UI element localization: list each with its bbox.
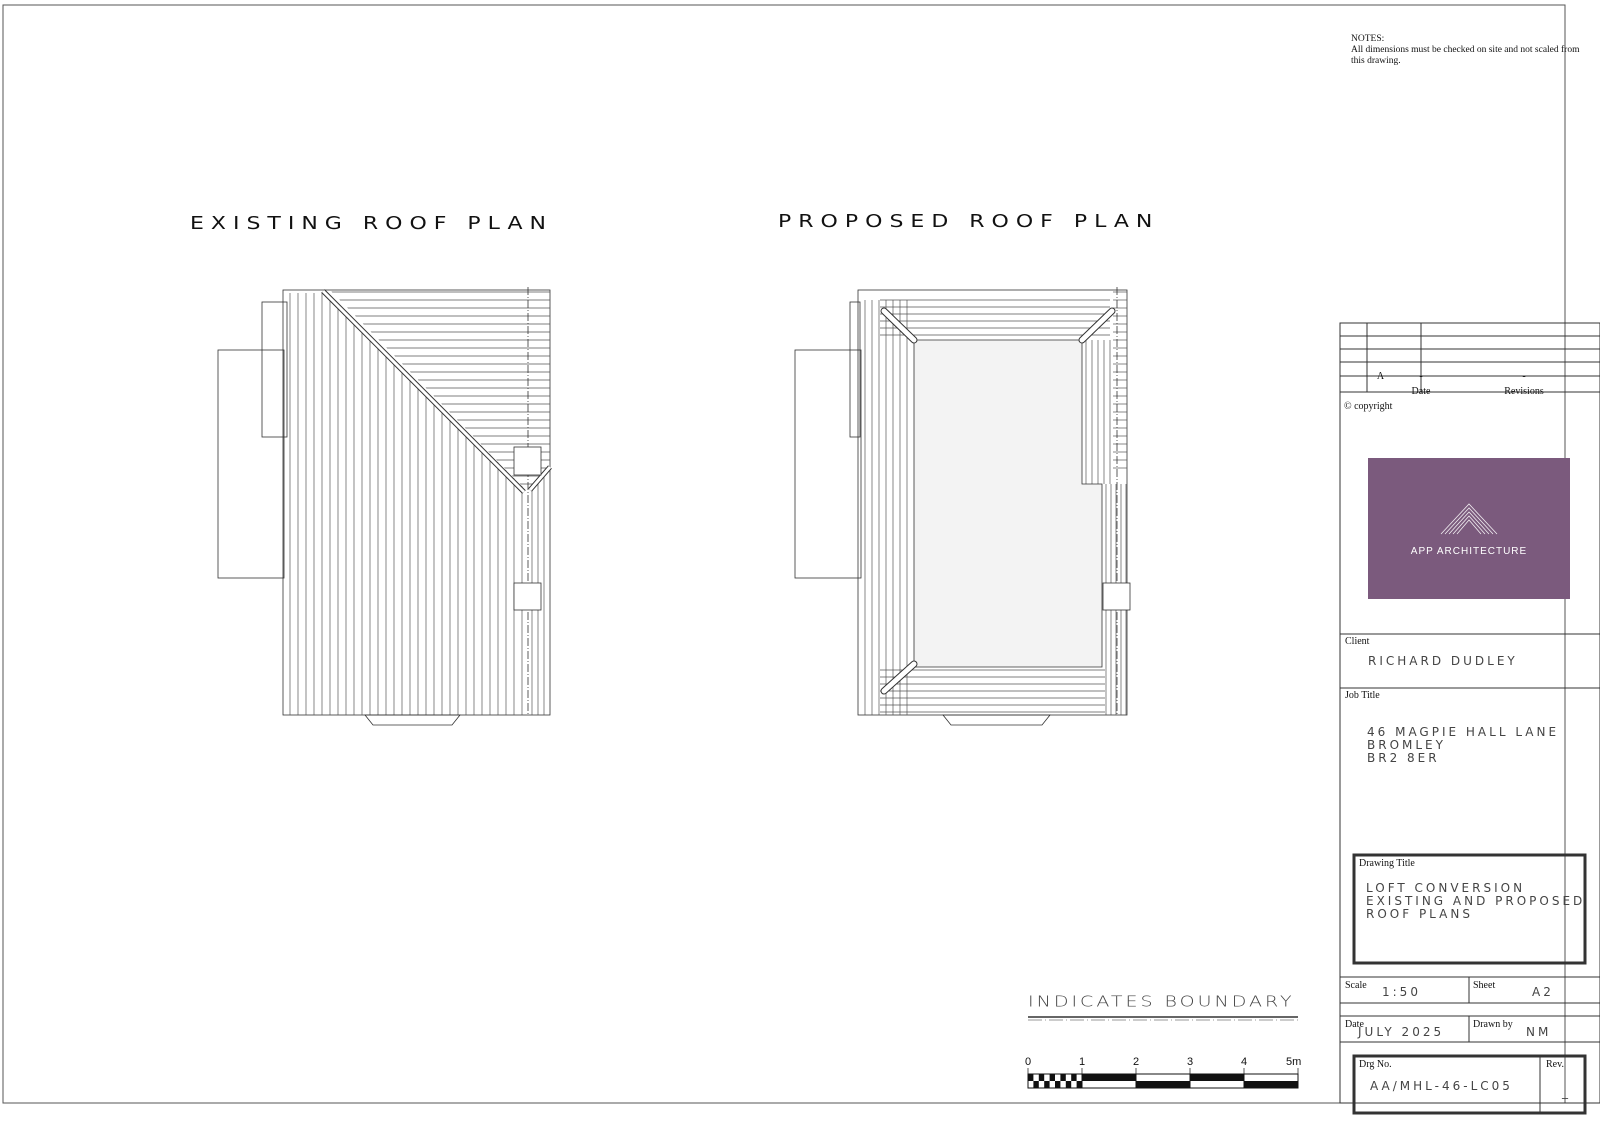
revision-letter: A xyxy=(1376,371,1385,382)
notes-heading: NOTES: xyxy=(1351,34,1385,44)
sheet-value: A2 xyxy=(1532,985,1554,999)
drawing-title-line: ROOF PLANS xyxy=(1366,907,1473,921)
notes-text: All dimensions must be checked on site a… xyxy=(1351,45,1580,66)
copyright: © copyright xyxy=(1344,401,1393,412)
bay-roof xyxy=(942,714,1051,726)
proposed-roof-plan xyxy=(794,287,1131,726)
sheet-label: Sheet xyxy=(1473,980,1496,991)
drawing-title-line: EXISTING AND PROPOSED xyxy=(1366,894,1586,908)
scale-tick-label: 1 xyxy=(1079,1056,1086,1068)
drawing-title-line: LOFT CONVERSION xyxy=(1366,881,1526,895)
rev-label: Rev. xyxy=(1546,1059,1564,1070)
annex-outline xyxy=(217,349,285,579)
job-title-value: 46 MAGPIE HALL LANE BROMLEY BR2 8ER xyxy=(1367,726,1559,765)
scale-label: Scale xyxy=(1345,980,1367,991)
logo-text: APP ARCHITECTURE xyxy=(1410,546,1528,557)
scale-tick-label: 0 xyxy=(1025,1056,1032,1068)
title-block-grid xyxy=(1339,322,1600,1115)
job-title-label: Job Title xyxy=(1345,690,1380,701)
side-roof xyxy=(849,301,861,438)
scale-tick-label: 4 xyxy=(1241,1056,1248,1068)
dormer-flat-roof xyxy=(913,339,1103,668)
revisions-header: Revisions xyxy=(1504,386,1544,397)
scale-tick-label: 5m xyxy=(1286,1056,1302,1068)
existing-roof-plan xyxy=(217,287,552,726)
existing-roof-plan-title: EXISTING ROOF PLAN xyxy=(190,214,553,234)
drg-no-label: Drg No. xyxy=(1359,1059,1392,1070)
drawing-title-value: LOFT CONVERSION EXISTING AND PROPOSED RO… xyxy=(1366,882,1585,921)
scale-tick-label: 2 xyxy=(1133,1056,1140,1068)
chimney xyxy=(513,582,542,611)
main-roof-outline xyxy=(282,289,551,716)
job-title-line: 46 MAGPIE HALL LANE xyxy=(1367,725,1560,739)
sheet-border xyxy=(2,4,1566,1104)
drg-no-value: AA/MHL-46-LC05 xyxy=(1370,1079,1513,1093)
scale-value: 1:50 xyxy=(1382,985,1421,999)
client-label: Client xyxy=(1345,636,1370,647)
drawn-by-label: Drawn by xyxy=(1473,1019,1513,1030)
logo-mark-icon xyxy=(1440,503,1498,535)
job-title-line: BR2 8ER xyxy=(1367,751,1440,765)
proposed-roof-plan-title: PROPOSED ROOF PLAN xyxy=(778,212,1160,232)
job-title-line: BROMLEY xyxy=(1367,738,1446,752)
drawing-title-label: Drawing Title xyxy=(1359,858,1415,869)
rev-value: _ xyxy=(1562,1085,1571,1099)
chimney xyxy=(513,446,542,476)
scale-tick-label: 3 xyxy=(1187,1056,1194,1068)
chimney xyxy=(1102,582,1131,611)
notes: NOTES: All dimensions must be checked on… xyxy=(1351,34,1591,67)
side-roof xyxy=(261,301,288,438)
boundary-legend-label: INDICATES BOUNDARY xyxy=(1028,993,1295,1011)
revision-date: - xyxy=(1419,371,1423,382)
company-logo: APP ARCHITECTURE xyxy=(1368,458,1570,599)
bay-roof xyxy=(364,714,461,726)
drawn-by-value: NM xyxy=(1526,1025,1552,1039)
date-value: JULY 2025 xyxy=(1358,1025,1445,1039)
scale-bar xyxy=(1027,1068,1299,1089)
date-header: Date xyxy=(1411,386,1431,397)
annex-outline xyxy=(794,349,862,579)
revision-description: - xyxy=(1522,371,1526,382)
date-label: Date xyxy=(1345,1019,1364,1030)
client-value: RICHARD DUDLEY xyxy=(1368,654,1518,668)
